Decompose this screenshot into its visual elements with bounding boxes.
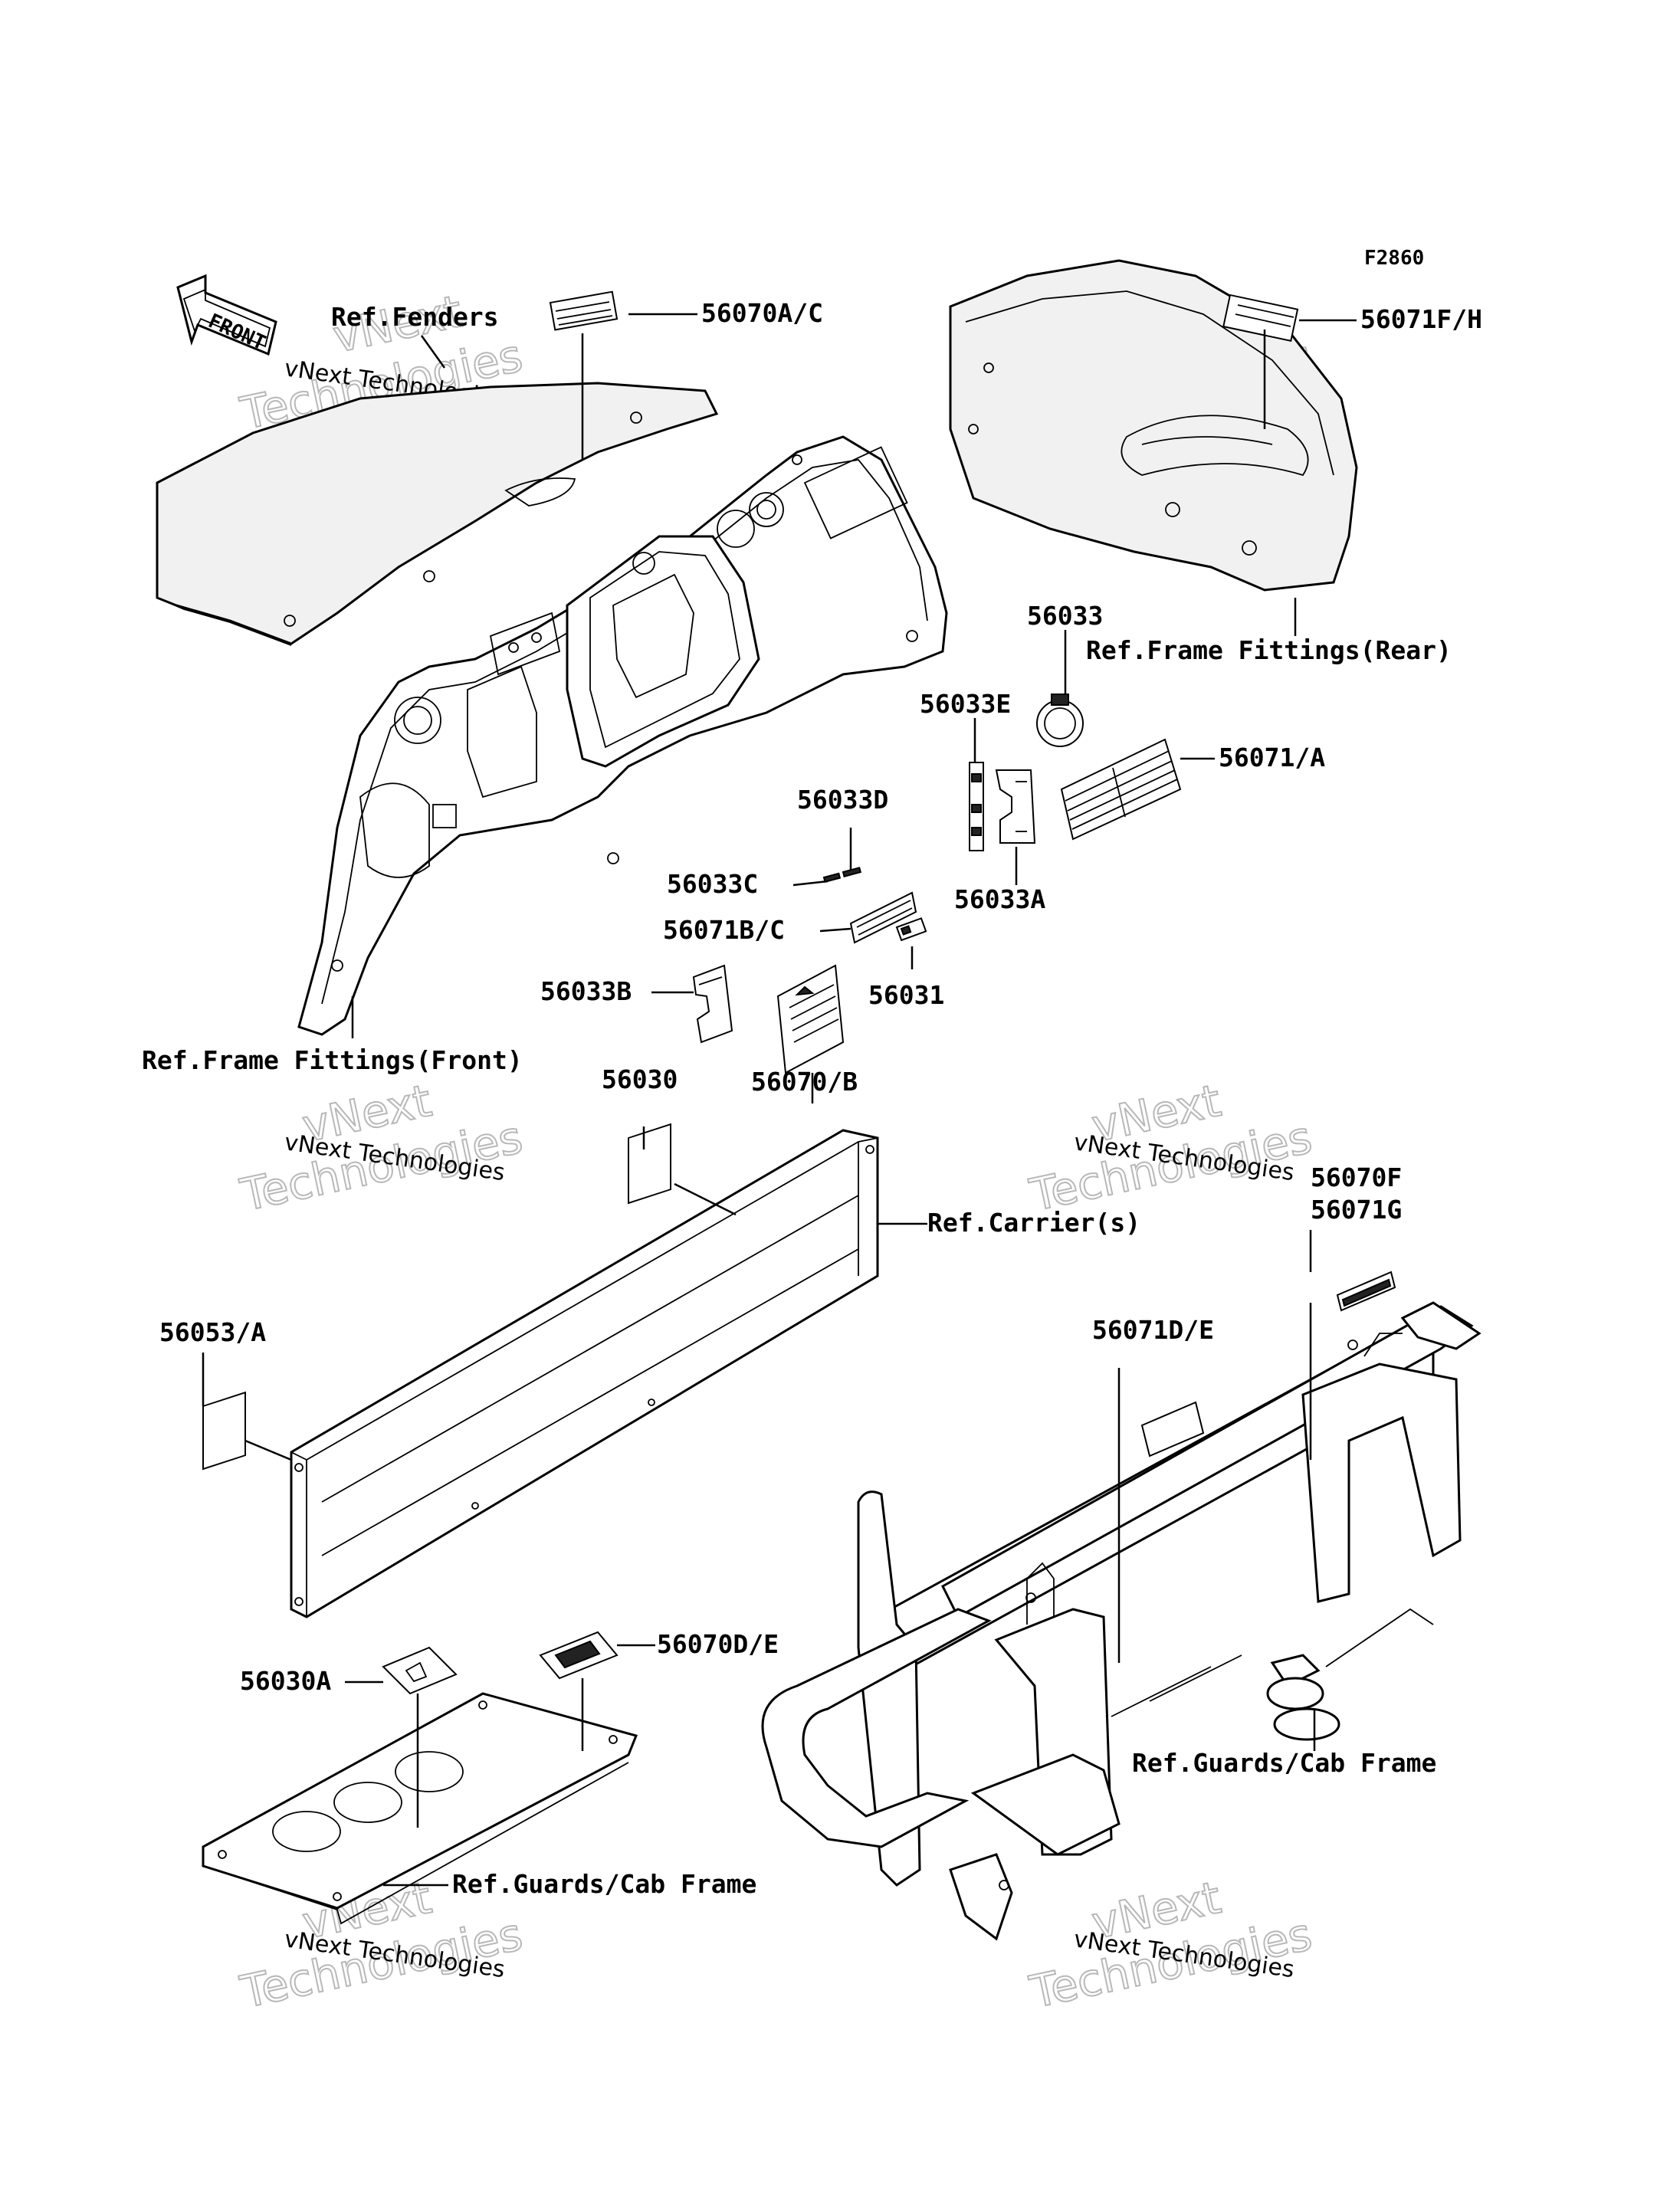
decal-56070B (776, 964, 845, 1074)
front-arrow-icon: FRONT (176, 274, 277, 356)
label-56030: 56030 (602, 1064, 678, 1094)
label-56070DE: 56070D/E (657, 1629, 779, 1659)
label-56031: 56031 (868, 980, 944, 1010)
label-56071A: 56071/A (1219, 743, 1325, 772)
decal-56070DE (539, 1631, 619, 1680)
callout-labels: Ref.Fenders 56070A/C 56071F/H 56033 Ref.… (142, 298, 1482, 1899)
decal-56053A (202, 1391, 246, 1471)
label-56033D: 56033D (797, 785, 888, 815)
label-56071FH: 56071F/H (1360, 304, 1482, 334)
floor-panel (202, 1692, 638, 1925)
fender-panel (156, 382, 719, 646)
decal-56071BC (849, 891, 917, 944)
decal-56071DE (1140, 1401, 1205, 1458)
label-ref-frame-rear: Ref.Frame Fittings(Rear) (1086, 635, 1452, 665)
label-ref-fenders: Ref.Fenders (331, 302, 499, 332)
cab-frame (761, 1301, 1481, 1941)
label-56033A: 56033A (954, 884, 1045, 914)
leader-lines (202, 313, 1357, 1887)
label-56053A: 56053/A (159, 1317, 266, 1347)
figure-code: F2860 (1364, 247, 1424, 270)
label-ref-carriers: Ref.Carrier(s) (927, 1208, 1140, 1238)
label-ref-guards-cab-right: Ref.Guards/Cab Frame (1132, 1748, 1436, 1778)
decal-56030 (628, 1123, 671, 1205)
decal-56070F-56071G (1336, 1271, 1396, 1312)
decal-56071A (1060, 738, 1182, 841)
label-56070B: 56070/B (751, 1067, 858, 1097)
label-56033C: 56033C (667, 869, 758, 899)
label-56071G: 56071G (1311, 1195, 1402, 1225)
carrier-panel (290, 1129, 879, 1618)
decal-56030A (382, 1646, 458, 1695)
decal-56031 (895, 917, 927, 942)
decal-56070AC (549, 290, 619, 331)
label-ref-guards-cab-left: Ref.Guards/Cab Frame (452, 1869, 756, 1899)
decal-56033E (969, 762, 984, 851)
decal-56033A (995, 769, 1036, 844)
decal-56071FH (1222, 293, 1299, 342)
label-56030A: 56030A (240, 1666, 331, 1696)
label-56071BC: 56071B/C (663, 915, 785, 945)
decal-56033B (692, 964, 733, 1044)
decal-56033 (1036, 694, 1084, 747)
label-56070AC: 56070A/C (701, 298, 823, 328)
decal-56033C (822, 867, 862, 884)
label-56033: 56033 (1027, 601, 1103, 631)
rear-panel (949, 259, 1358, 592)
label-56033E: 56033E (920, 689, 1011, 719)
label-56033B: 56033B (540, 976, 632, 1006)
label-56070F: 56070F (1311, 1162, 1402, 1192)
dashboard (297, 435, 948, 1036)
label-ref-frame-front: Ref.Frame Fittings(Front) (142, 1045, 523, 1075)
label-56071DE: 56071D/E (1092, 1315, 1214, 1345)
